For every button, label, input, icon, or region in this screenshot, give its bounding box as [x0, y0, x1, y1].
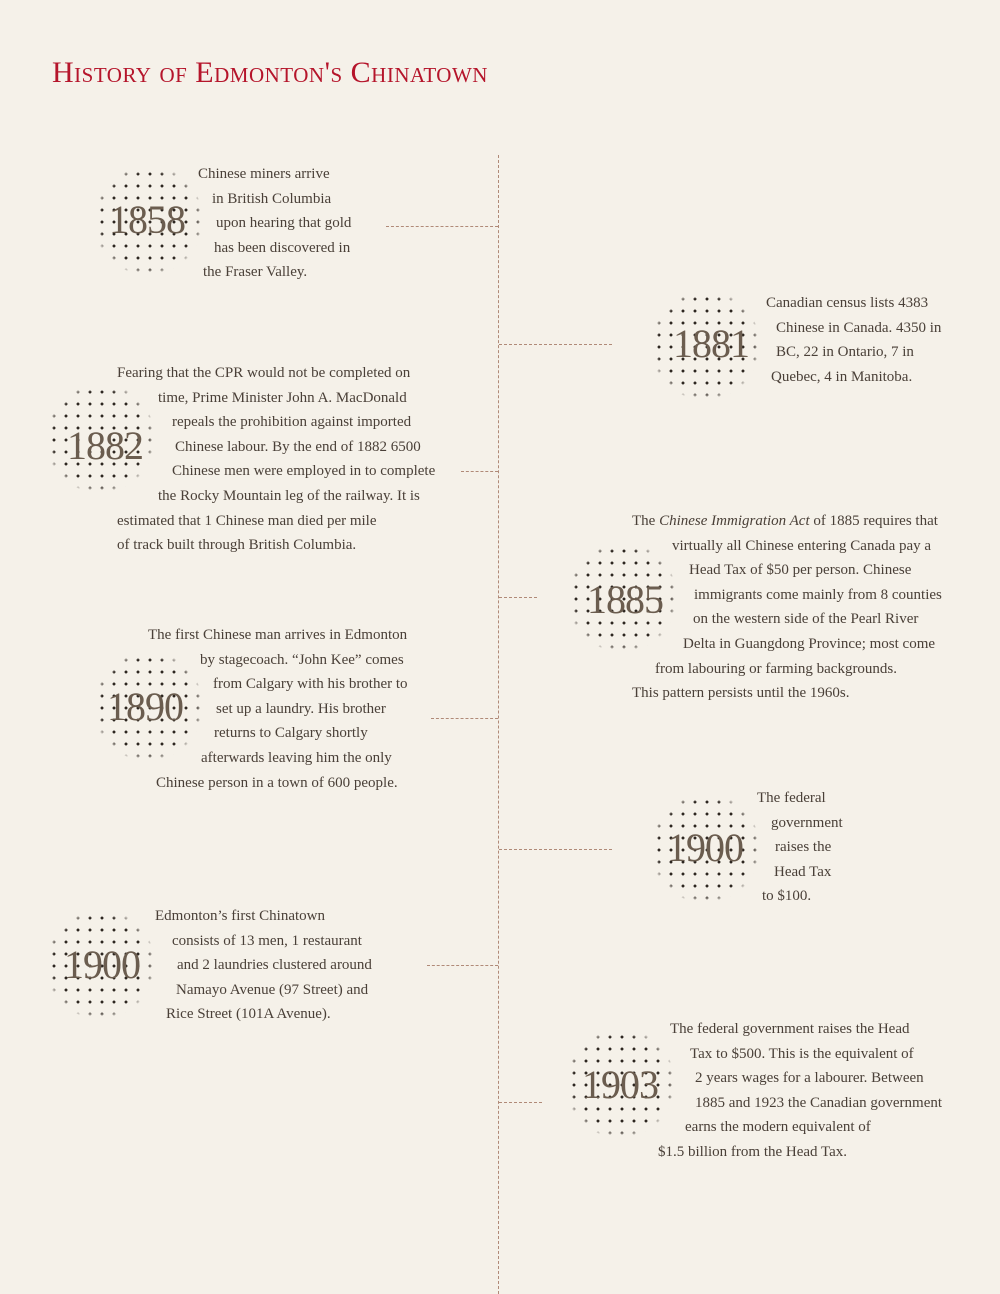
event-description-line: Chinese men were employed in to complete	[172, 463, 436, 480]
event-year: 1858	[109, 197, 186, 242]
event-description: The Chinese Immigration Act of 1885 requ…	[632, 509, 942, 706]
dot-pattern-decoration	[650, 793, 760, 903]
event-description-line: The first Chinese man arrives in Edmonto…	[148, 627, 408, 643]
event-description-line: has been discovered in	[214, 239, 351, 256]
page-title: History of Edmonton's Chinatown	[52, 56, 488, 89]
event-description-line: Chinese labour. By the end of 1882 6500	[175, 438, 421, 455]
event-year: 1882	[67, 423, 144, 468]
event-description-line: Edmonton’s first Chinatown	[155, 908, 325, 924]
event-description-line: Chinese person in a town of 600 people.	[156, 774, 398, 791]
event-description-line: The federal	[757, 790, 826, 806]
event-description-line: to $100.	[762, 888, 812, 905]
event-description-line: set up a laundry. His brother	[216, 700, 386, 717]
event-description-line: 2 years wages for a labourer. Between	[695, 1070, 924, 1087]
event-description-line: in British Columbia	[212, 190, 332, 207]
event-description-line: immigrants come mainly from 8 counties	[694, 586, 942, 603]
event-description: Chinese miners arrive in British Columbia…	[198, 162, 351, 285]
timeline-spine	[498, 155, 499, 1294]
event-description-line: and 2 laundries clustered around	[177, 957, 372, 974]
event-description: Edmonton’s first Chinatown consists of 13…	[155, 904, 372, 1027]
timeline-connector	[499, 597, 537, 598]
event-description: Fearing that the CPR would not be comple…	[117, 361, 435, 558]
event-year: 1900	[64, 942, 141, 987]
dot-pattern-decoration	[93, 165, 203, 275]
act-title: Chinese Immigration Act	[659, 513, 810, 529]
dot-pattern-decoration	[45, 383, 155, 493]
event-description: The first Chinese man arrives in Edmonto…	[148, 623, 408, 795]
event-description-line: Head Tax	[774, 863, 832, 880]
timeline-connector	[499, 849, 612, 850]
event-year: 1900	[667, 825, 744, 870]
event-description-line: $1.5 billion from the Head Tax.	[658, 1143, 848, 1160]
event-description-line: afterwards leaving him the only	[201, 749, 392, 766]
event-description-text: The	[632, 513, 660, 529]
event-year: 1890	[107, 684, 184, 729]
dot-pattern-decoration	[650, 290, 760, 400]
event-description-line: Delta in Guangdong Province; most come	[683, 635, 936, 652]
event-description-line: upon hearing that gold	[216, 215, 352, 232]
event-description-line: consists of 13 men, 1 restaurant	[172, 932, 362, 949]
event-description-line: Chinese in Canada. 4350 in	[776, 319, 942, 336]
event-description-line: the Fraser Valley.	[203, 264, 308, 281]
event-description-line: on the western side of the Pearl River	[693, 611, 919, 628]
event-description-line: earns the modern equivalent of	[685, 1119, 871, 1136]
event-description-line: Tax to $500. This is the equivalent of	[690, 1045, 914, 1062]
event-year: 1881	[673, 321, 750, 366]
timeline-connector	[386, 226, 498, 227]
event-year: 1903	[582, 1062, 659, 1107]
event-description-line: from Calgary with his brother to	[213, 676, 408, 693]
event-description-line: of track built through British Columbia.	[117, 537, 357, 554]
event-description-line: government	[771, 814, 843, 831]
event-description-line: repeals the prohibition against imported	[172, 414, 412, 431]
event-description-line: Namayo Avenue (97 Street) and	[176, 981, 369, 998]
event-description-line: estimated that 1 Chinese man died per mi…	[117, 512, 377, 529]
timeline-connector	[499, 1102, 542, 1103]
event-description-line: BC, 22 in Ontario, 7 in	[776, 344, 914, 361]
dot-pattern-decoration	[93, 651, 203, 761]
event-description-line: Quebec, 4 in Manitoba.	[771, 368, 913, 385]
dot-pattern-decoration	[565, 1028, 675, 1138]
event-year: 1885	[587, 577, 664, 622]
event-description-text: of 1885 requires that	[809, 513, 938, 529]
event-description-line: The federal government raises the Head	[670, 1021, 910, 1037]
event-description-line: returns to Calgary shortly	[214, 725, 368, 742]
event-description-line: This pattern persists until the 1960s.	[632, 685, 850, 702]
timeline-connector	[461, 471, 498, 472]
event-description-line: Rice Street (101A Avenue).	[166, 1006, 331, 1023]
event-description-line: from labouring or farming backgrounds.	[655, 660, 898, 677]
event-description-line: Chinese miners arrive	[198, 166, 330, 182]
event-description-line: by stagecoach. “John Kee” comes	[200, 651, 404, 668]
event-description-line: The Chinese Immigration Act of 1885 requ…	[632, 509, 942, 534]
dot-pattern-decoration	[45, 909, 155, 1019]
timeline-connector	[499, 344, 612, 345]
timeline-connector	[431, 718, 498, 719]
event-description-line: Fearing that the CPR would not be comple…	[117, 365, 411, 381]
event-description-line: Canadian census lists 4383	[766, 295, 929, 311]
event-description-line: the Rocky Mountain leg of the railway. I…	[158, 487, 420, 504]
event-description-line: 1885 and 1923 the Canadian government	[695, 1094, 943, 1111]
dot-pattern-decoration	[567, 542, 677, 652]
timeline-connector	[427, 965, 498, 966]
event-description-line: virtually all Chinese entering Canada pa…	[672, 537, 932, 554]
event-description-line: time, Prime Minister John A. MacDonald	[158, 389, 407, 406]
event-description-line: raises the	[775, 839, 832, 856]
event-description-line: Head Tax of $50 per person. Chinese	[689, 562, 912, 579]
